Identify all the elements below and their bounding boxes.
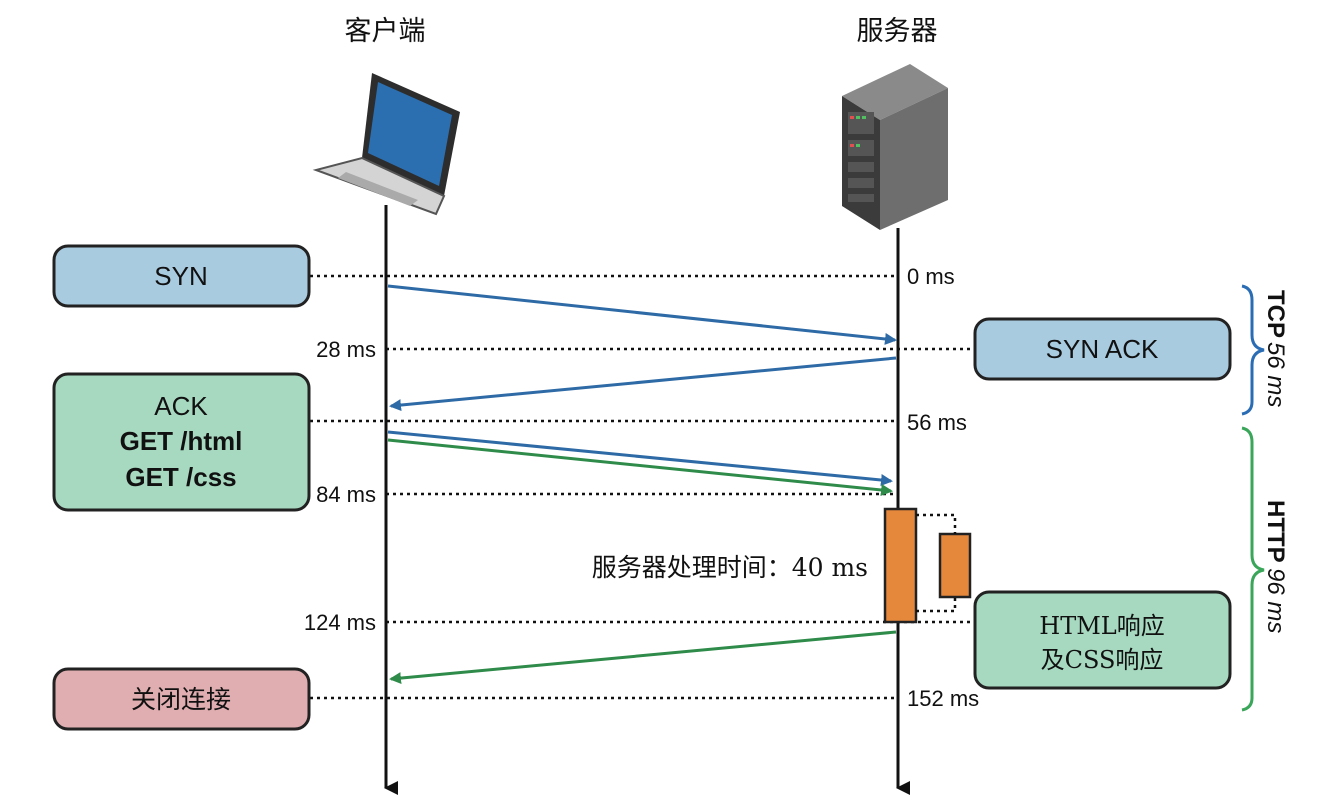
syn-ack-arrow xyxy=(389,356,897,412)
response-line-2: 及CSS响应 xyxy=(1041,646,1164,674)
syn-arrow xyxy=(387,284,897,345)
tcp-brace xyxy=(1241,284,1265,416)
syn-label: SYN xyxy=(154,261,207,291)
syn-ack-message-box: SYN ACK xyxy=(973,317,1232,381)
client-header: 客户端 xyxy=(345,16,426,47)
server-processing-blocks xyxy=(883,507,972,624)
http-brace xyxy=(1241,426,1265,712)
syn-message-box: SYN xyxy=(52,244,311,308)
time-label-84ms: 84 ms xyxy=(316,482,376,507)
processing-time-label: 服务器处理时间：40 ms xyxy=(592,553,868,582)
time-label-56ms: 56 ms xyxy=(907,410,967,435)
tcp-phase-label: TCP 56 ms xyxy=(1262,290,1289,407)
get-html-arrow xyxy=(387,430,893,487)
time-label-152ms: 152 ms xyxy=(907,686,979,711)
server-header: 服务器 xyxy=(857,16,938,47)
ack-get-message-box: ACK GET /html GET /css xyxy=(52,372,311,512)
http-phase-label: HTTP 96 ms xyxy=(1262,500,1289,633)
http-phase-duration: 96 ms xyxy=(1262,568,1289,633)
get-html-line: GET /html xyxy=(120,426,243,456)
time-label-0ms: 0 ms xyxy=(907,264,955,289)
close-connection-box: 关闭连接 xyxy=(52,667,311,731)
time-gridlines xyxy=(310,274,975,700)
ack-line: ACK xyxy=(154,391,208,421)
tcp-phase-name: TCP xyxy=(1262,290,1289,338)
time-label-124ms: 124 ms xyxy=(304,610,376,635)
time-label-28ms: 28 ms xyxy=(316,337,376,362)
get-css-arrow xyxy=(387,438,893,496)
close-label: 关闭连接 xyxy=(131,685,231,714)
laptop-icon xyxy=(312,73,460,216)
response-message-box: HTML响应 及CSS响应 xyxy=(973,590,1232,690)
server-tower-icon xyxy=(842,64,948,230)
http-phase-name: HTTP xyxy=(1262,500,1289,563)
response-line-1: HTML响应 xyxy=(1039,612,1164,640)
response-arrow xyxy=(389,630,897,685)
syn-ack-label: SYN ACK xyxy=(1046,334,1159,364)
get-css-line: GET /css xyxy=(125,462,236,492)
tcp-phase-duration: 56 ms xyxy=(1262,342,1289,407)
